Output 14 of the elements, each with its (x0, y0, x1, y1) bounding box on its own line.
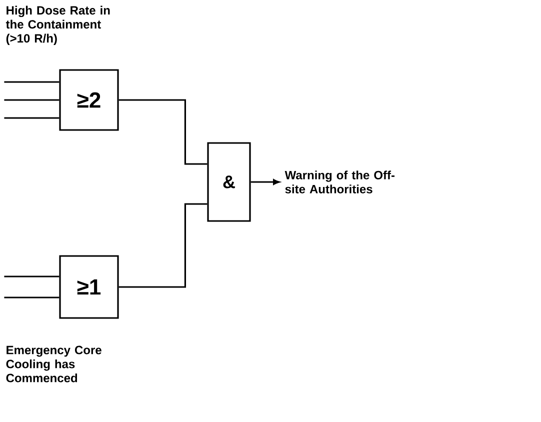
logic-gate: ≥1 (59, 255, 119, 319)
input-label: Emergency Core Cooling has Commenced (6, 346, 102, 382)
connector-line (118, 99, 208, 165)
output-label: Warning of the Off-site Authorities (284, 170, 395, 194)
arrow (250, 179, 280, 185)
input-line (4, 296, 60, 298)
input-line (4, 81, 60, 83)
logic-gate: ≥2 (59, 69, 119, 131)
connector-line (118, 203, 208, 288)
input-line (4, 99, 60, 101)
input-line (4, 117, 60, 119)
input-label: High Dose Rate in the Containment (>10 R/h) (6, 6, 110, 45)
logic-gate: & (207, 142, 251, 222)
input-line (4, 276, 60, 278)
